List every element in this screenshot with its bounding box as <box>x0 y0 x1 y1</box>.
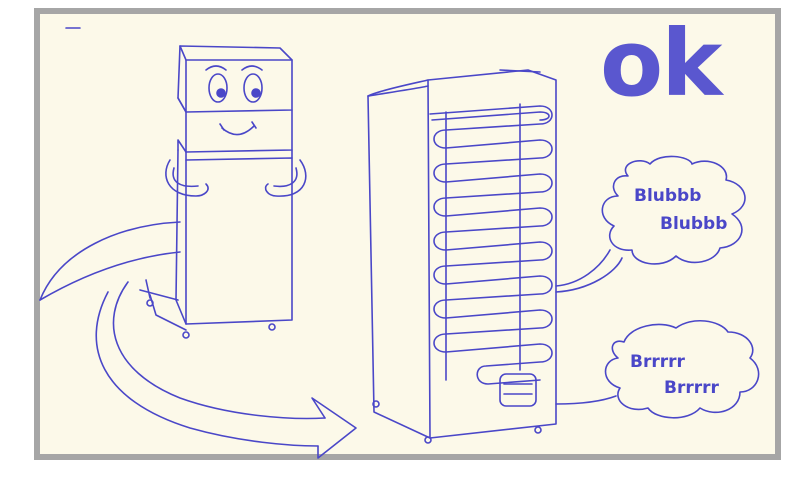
bubble-top-line-1: Blubbb <box>634 186 702 206</box>
fridge-back-coil <box>367 69 623 444</box>
bubble-top-line-2: Blubbb <box>660 214 728 234</box>
illustration-frame <box>34 8 781 460</box>
bubble-bottom-line-2: Brrrrr <box>664 378 719 398</box>
bubble-bottom-line-1: Brrrrr <box>630 352 685 372</box>
fridge-character <box>139 45 307 339</box>
speech-bubble-bottom <box>604 320 760 419</box>
rotation-arrow-icon <box>39 221 357 459</box>
speech-bubble-top <box>601 155 746 265</box>
ok-headline: ok <box>600 10 722 117</box>
